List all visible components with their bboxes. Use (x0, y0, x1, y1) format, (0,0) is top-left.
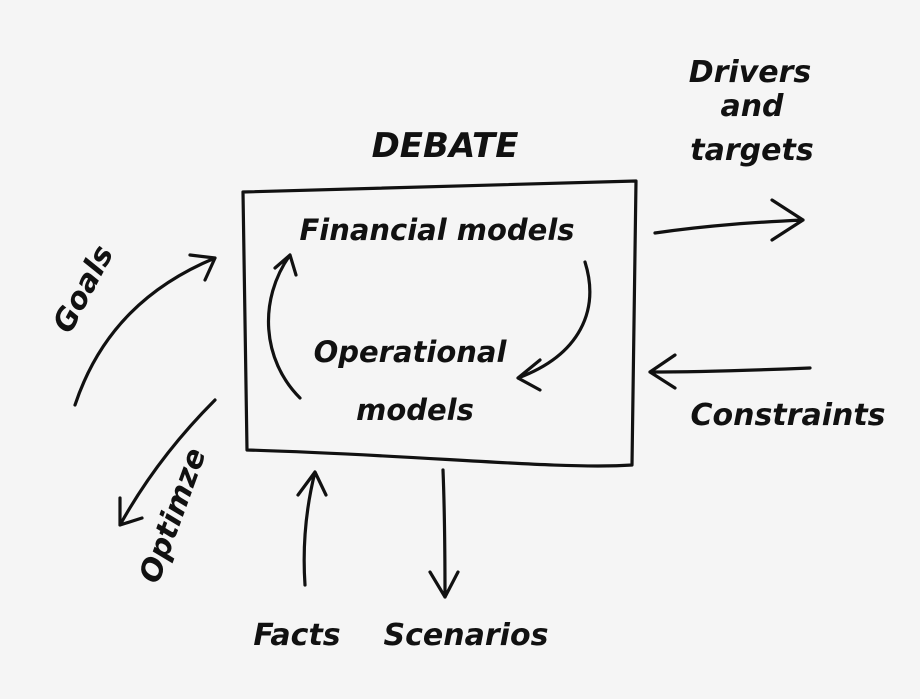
scenarios-label: Scenarios (384, 618, 549, 653)
goals-arrow-icon (73, 253, 217, 407)
diagram-title: DEBATE (372, 126, 519, 166)
drivers-label-line3: targets (690, 133, 813, 168)
goals-label: Goals (46, 240, 121, 339)
drivers-label-line2: and (720, 89, 784, 124)
loop-arrow-down-icon (516, 260, 592, 392)
constraints-arrow-icon (648, 353, 812, 390)
scenarios-arrow-icon (428, 468, 460, 599)
model-box (241, 179, 638, 468)
drivers-label-line1: Drivers (689, 55, 812, 90)
facts-label: Facts (253, 618, 340, 653)
drivers-arrow-icon (653, 198, 805, 242)
optimize-arrow-icon (118, 398, 217, 527)
loop-arrow-up-icon (266, 253, 302, 400)
optimize-label: Optimze (133, 444, 214, 588)
operational-label: Operational (314, 335, 508, 369)
financial-models-label: Financial models (299, 213, 574, 247)
operational-models-label: models (356, 393, 474, 427)
constraints-label: Constraints (690, 398, 885, 433)
facts-arrow-icon (296, 470, 328, 587)
